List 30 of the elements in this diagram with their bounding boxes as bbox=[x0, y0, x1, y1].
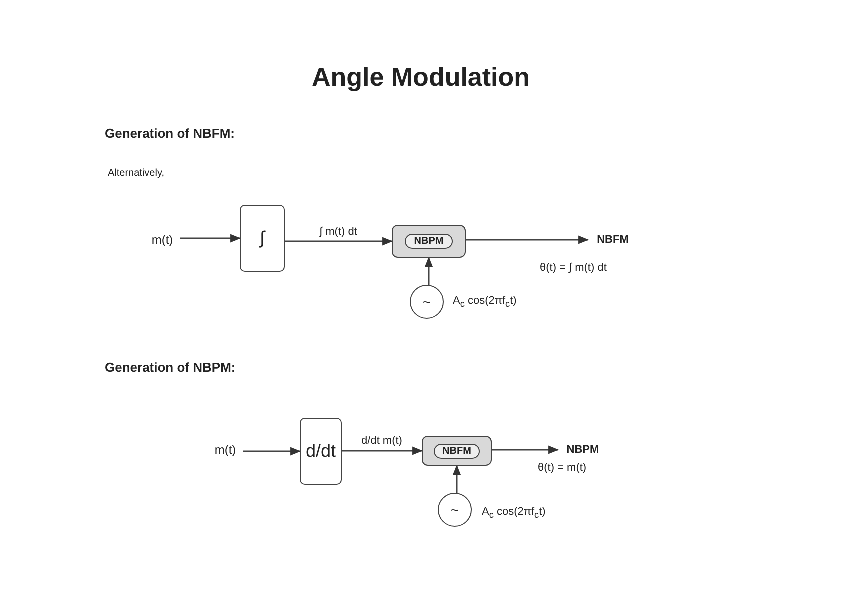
output-label: NBFM bbox=[588, 231, 638, 249]
note-text: Alternatively, bbox=[108, 168, 165, 179]
oscillator-circle: ~ bbox=[438, 493, 472, 527]
page-title: Angle Modulation bbox=[310, 62, 532, 93]
signal-label: m(t) bbox=[145, 231, 180, 249]
signal-label: m(t) bbox=[208, 441, 243, 459]
function-block: ∫ bbox=[240, 205, 285, 272]
signal-equation: A$_{c}$ cos(2πf$_{c}$t) bbox=[482, 506, 546, 520]
arrow bbox=[342, 446, 424, 456]
oscillator-circle: ~ bbox=[410, 285, 444, 319]
arrow bbox=[285, 237, 394, 246]
arrow bbox=[452, 464, 462, 493]
signal-equation: A$_{c}$ cos(2πf$_{c}$t) bbox=[453, 295, 517, 310]
arrow bbox=[424, 256, 434, 285]
section-heading: Generation of NBFM: bbox=[105, 126, 235, 141]
signal-equation: θ(t) = m(t) bbox=[538, 462, 587, 474]
output-label: NBPM bbox=[558, 441, 608, 459]
section-heading: Generation of NBPM: bbox=[105, 360, 236, 375]
signal-equation: θ(t) = ∫ m(t) dt bbox=[540, 262, 607, 274]
function-block: d/dt bbox=[300, 418, 342, 485]
edge-label: ∫ m(t) dt bbox=[318, 226, 360, 238]
modulator-block bbox=[392, 225, 466, 258]
edge-label: d/dt m(t) bbox=[360, 435, 404, 447]
arrow bbox=[243, 447, 302, 456]
arrow bbox=[466, 236, 590, 244]
modulator-label: NBPM bbox=[405, 234, 453, 249]
arrow bbox=[492, 446, 560, 454]
modulator-block bbox=[422, 436, 492, 466]
modulator-label: NBFM bbox=[434, 444, 480, 458]
arrow bbox=[180, 234, 242, 243]
